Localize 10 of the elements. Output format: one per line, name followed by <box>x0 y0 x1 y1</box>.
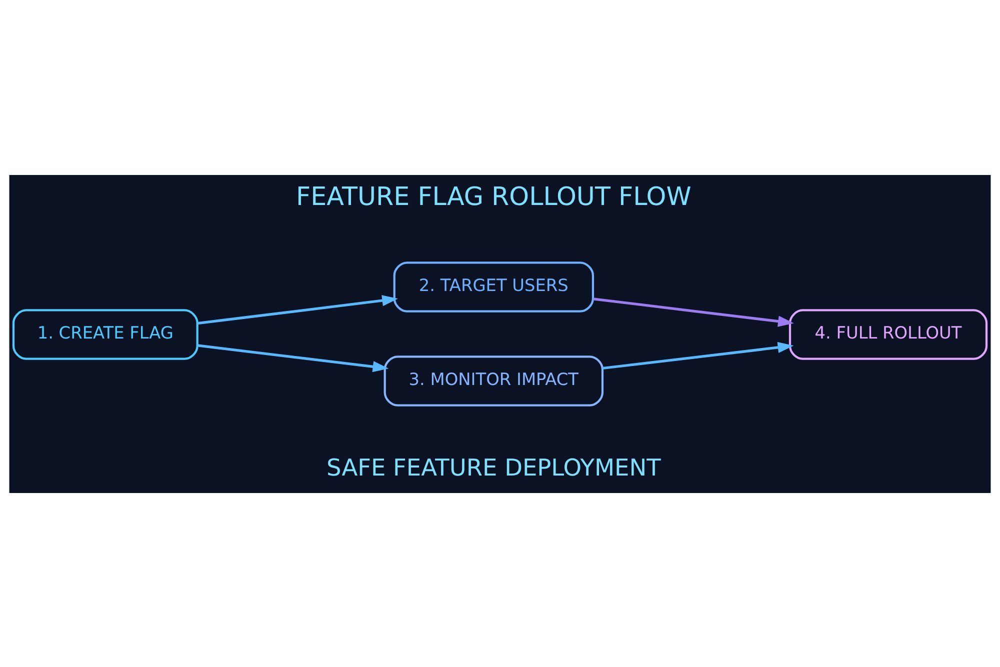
node-box: 1. CREATE FLAG <box>12 308 198 360</box>
diagram-title: FEATURE FLAG ROLLOUT FLOW <box>296 180 692 210</box>
node-box: 2. TARGET USERS <box>393 261 594 312</box>
arrow <box>602 341 794 370</box>
arrow <box>197 344 389 372</box>
caption: SAFE FEATURE DEPLOYMENT <box>326 454 661 482</box>
arrow <box>197 294 398 324</box>
node-box: 3. MONITOR IMPACT <box>384 355 604 406</box>
node-box: 4. FULL ROLLOUT <box>788 308 988 360</box>
arrow <box>593 297 794 326</box>
